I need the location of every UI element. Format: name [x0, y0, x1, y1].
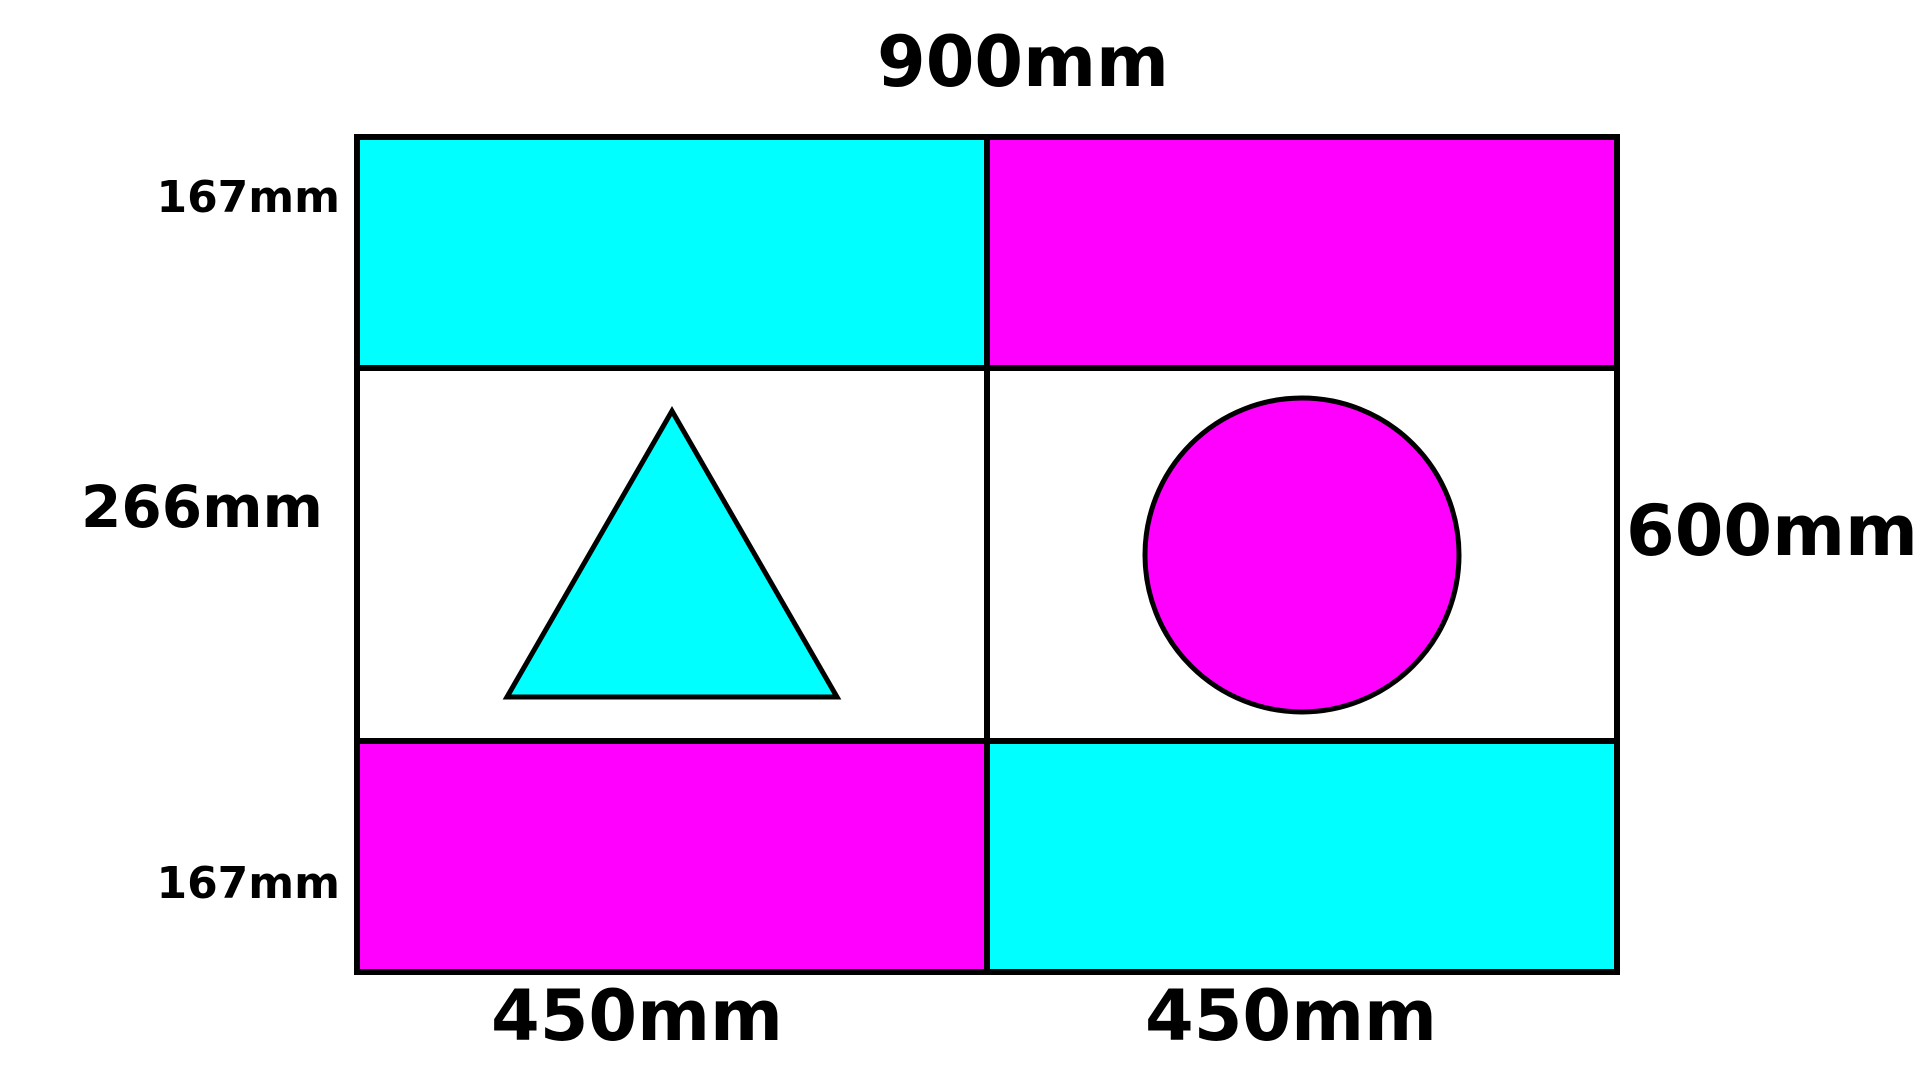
bottom-row-height-label: 167mm: [156, 858, 340, 909]
bottom-left-panel: [354, 738, 990, 975]
left-column-width-label: 450mm: [491, 975, 783, 1057]
bottom-right-panel: [984, 738, 1620, 975]
total-width-label: 900mm: [877, 21, 1169, 103]
circle-shape: [1142, 395, 1462, 715]
top-left-panel: [354, 134, 990, 371]
top-right-panel: [984, 134, 1620, 371]
middle-row-height-label: 266mm: [81, 473, 323, 541]
triangle-shape: [502, 405, 842, 700]
top-row-height-label: 167mm: [156, 172, 340, 223]
right-column-width-label: 450mm: [1145, 975, 1437, 1057]
total-height-label: 600mm: [1626, 490, 1918, 572]
outer-frame: [354, 134, 1620, 975]
